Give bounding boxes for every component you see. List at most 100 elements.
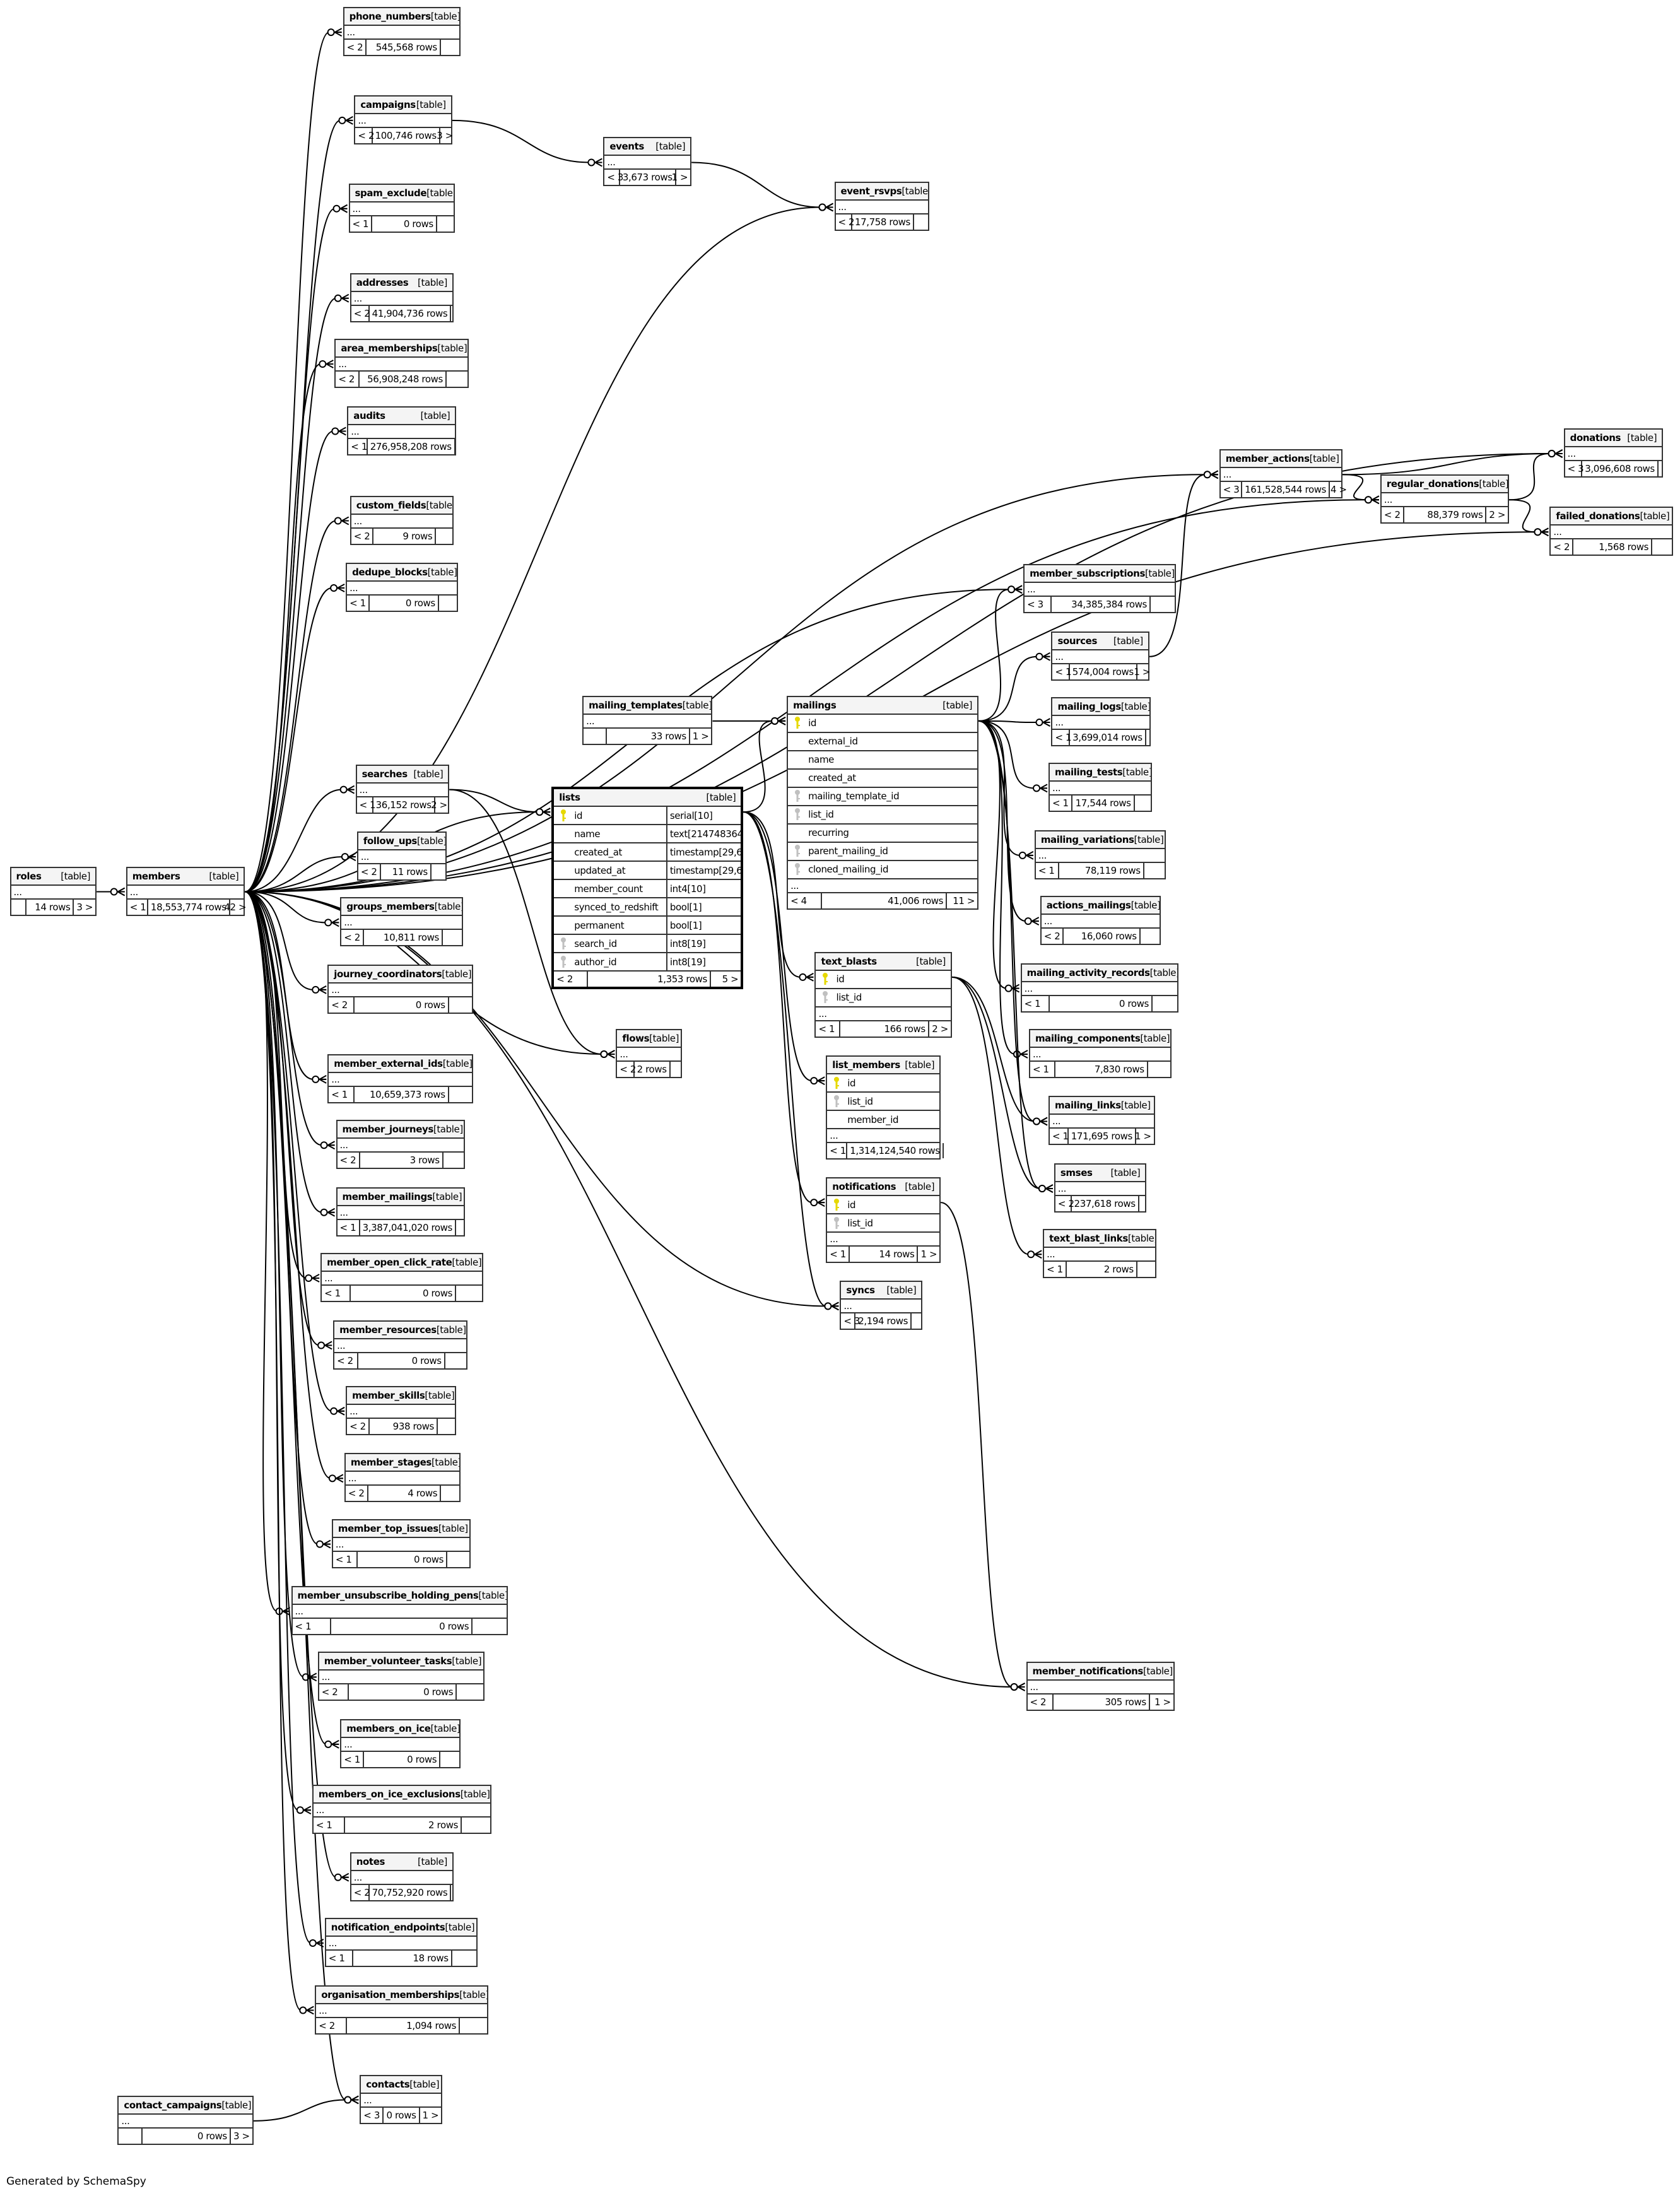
parents-link[interactable]: < 2 [358, 864, 381, 880]
column-row[interactable]: list_id [788, 806, 978, 825]
table-name[interactable]: spam_exclude [355, 187, 427, 199]
children-link[interactable] [462, 1818, 490, 1833]
parents-link[interactable]: < 2 [338, 1153, 360, 1168]
children-link[interactable] [1659, 461, 1674, 476]
children-link[interactable]: 1 > [920, 1248, 937, 1260]
children-link[interactable] [456, 1220, 476, 1235]
parents-link[interactable]: < 2 [336, 371, 360, 387]
parents-link[interactable]: < 1 [1030, 1061, 1055, 1077]
table-name[interactable]: dedupe_blocks [352, 567, 428, 579]
column-row[interactable]: list_id [827, 1214, 940, 1233]
table-custom-fields[interactable]: custom_fields[table]...< 29 rows [350, 495, 454, 545]
table-name[interactable]: notifications [832, 1181, 896, 1193]
parents-link[interactable]: < 1 [338, 1219, 360, 1235]
table-name[interactable]: lists [559, 792, 580, 804]
children-link[interactable] [1146, 730, 1162, 745]
table-name[interactable]: notes [356, 1855, 385, 1867]
table-name[interactable]: contact_campaigns [124, 2099, 222, 2111]
parents-link[interactable]: < 2 [1055, 1195, 1074, 1211]
table-name[interactable]: failed_donations [1556, 510, 1640, 522]
table-name[interactable]: syncs [846, 1284, 875, 1296]
table-member-unsubscribe-holding-pens[interactable]: member_unsubscribe_holding_pens[table]..… [291, 1586, 508, 1636]
children-link[interactable]: 3 > [76, 901, 93, 913]
parents-link[interactable]: < 3 [1221, 482, 1243, 498]
column-row[interactable]: id [827, 1074, 940, 1093]
parents-link[interactable]: < 1 [1050, 796, 1072, 811]
table-name[interactable]: member_volunteer_tasks [324, 1655, 452, 1667]
parents-link[interactable]: < 1 [827, 1247, 850, 1262]
children-link[interactable] [1652, 539, 1672, 555]
table-name[interactable]: actions_mailings [1046, 900, 1131, 912]
table-name[interactable]: organisation_memberships [321, 1988, 460, 2000]
parents-link[interactable]: < 3 [1025, 597, 1052, 613]
children-link[interactable]: 1 > [1134, 666, 1151, 678]
column-row[interactable]: mailing_template_id [788, 788, 978, 806]
parents-link[interactable]: < 3 [361, 2107, 384, 2123]
column-row[interactable]: name [788, 751, 978, 770]
table-name[interactable]: journey_coordinators [334, 968, 442, 980]
table-name[interactable]: mailing_templates [589, 699, 683, 711]
table-name[interactable]: member_actions [1225, 453, 1310, 465]
table-name[interactable]: sources [1057, 635, 1097, 647]
parents-link[interactable]: < 3 [604, 170, 623, 185]
children-link[interactable] [436, 529, 452, 544]
table-name[interactable]: area_memberships [341, 342, 438, 354]
children-link[interactable] [437, 216, 454, 232]
parents-link[interactable]: < 1 [1050, 1129, 1069, 1144]
children-link[interactable] [443, 930, 462, 945]
parents-link[interactable] [11, 899, 26, 915]
parents-link[interactable] [584, 728, 607, 744]
table-name[interactable]: members_on_ice_exclusions [318, 1789, 461, 1800]
table-name[interactable]: smses [1060, 1166, 1093, 1178]
children-link[interactable] [671, 1062, 681, 1077]
children-link[interactable] [1144, 863, 1165, 878]
parents-link[interactable]: < 2 [344, 40, 367, 56]
column-row[interactable]: id [827, 1196, 940, 1215]
column-row[interactable]: id [788, 715, 978, 733]
table-name[interactable]: events [609, 141, 644, 153]
table-name[interactable]: member_external_ids [334, 1057, 443, 1069]
parents-link[interactable]: < 1 [127, 899, 148, 915]
parents-link[interactable]: < 1 [1052, 664, 1072, 679]
parents-link[interactable]: < 1 [314, 1818, 346, 1833]
children-link[interactable]: 2 > [431, 799, 447, 811]
parents-link[interactable]: < 3 [841, 1313, 860, 1329]
children-link[interactable] [912, 1313, 924, 1329]
children-link[interactable] [441, 40, 459, 55]
parents-link[interactable]: < 2 [316, 2018, 348, 2033]
table-name[interactable]: member_unsubscribe_holding_pens [297, 1590, 479, 1602]
parents-link[interactable]: < 1 [1052, 730, 1072, 746]
table-name[interactable]: custom_fields [356, 499, 426, 511]
table-name[interactable]: groups_members [346, 901, 435, 913]
column-row[interactable]: parent_mailing_id [788, 843, 978, 861]
children-link[interactable] [449, 997, 472, 1013]
parents-link[interactable]: < 2 [351, 528, 374, 544]
table-name[interactable]: mailing_components [1035, 1032, 1141, 1044]
children-link[interactable] [445, 1353, 466, 1368]
children-link[interactable] [447, 1552, 469, 1567]
children-link[interactable] [447, 372, 467, 387]
